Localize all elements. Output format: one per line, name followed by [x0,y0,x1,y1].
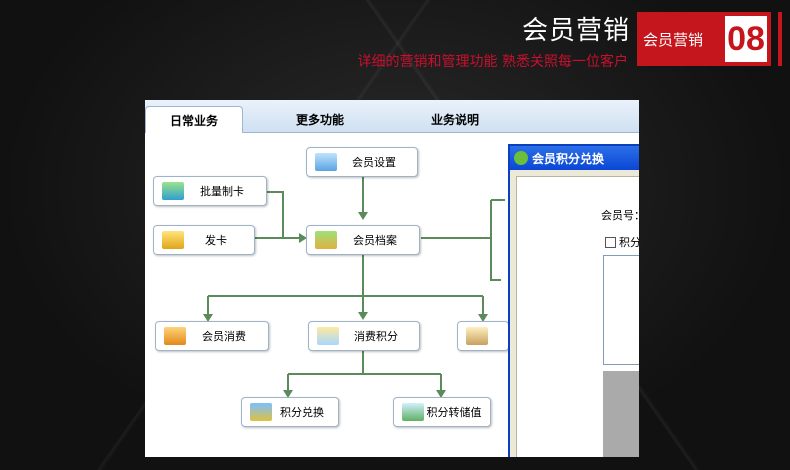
member-settings-label: 会员设置 [352,156,396,169]
tab-daily-business[interactable]: 日常业务 [145,106,243,133]
card-icon [162,231,184,249]
flow-connectors [203,176,505,398]
batch-card-button[interactable]: 批量制卡 [153,176,267,206]
member-no-label: 会员号： [601,209,639,222]
coins-icon [164,327,186,345]
points-to-stored-label: 积分转储值 [426,406,482,419]
app-icon [514,151,528,165]
tab-more-functions[interactable]: 更多功能 [295,112,344,127]
partially-hidden-node-button[interactable] [457,321,509,351]
tab-business-description[interactable]: 业务说明 [430,112,479,127]
consume-points-button[interactable]: 消费积分 [308,321,420,351]
member-settings-button[interactable]: 会员设置 [306,147,418,177]
dialog-titlebar[interactable]: 会员积分兑换 [510,146,639,170]
points-checkbox[interactable] [605,237,616,248]
dialog-panel: 会员号： 积分 [516,176,639,457]
chart-icon [402,403,424,421]
section-badge: 会员营销 08 [637,12,771,66]
tab-bar: 日常业务 更多功能 业务说明 [145,100,639,133]
issue-card-label: 发卡 [205,234,227,247]
dialog-title: 会员积分兑换 [532,151,605,166]
consume-points-label: 消费积分 [354,330,398,343]
member-archive-label: 会员档案 [353,234,397,247]
settings-icon [315,153,337,171]
section-title: 会员营销 [521,16,630,46]
folder-icon [315,231,337,249]
points-redeem-button[interactable]: 积分兑换 [241,397,339,427]
points-icon [317,327,339,345]
issue-card-button[interactable]: 发卡 [153,225,255,255]
app-screenshot: 日常业务 更多功能 业务说明 [145,100,639,457]
section-subtitle: 详细的营销和管理功能 熟悉关照每一位客户 [357,54,628,70]
points-to-stored-button[interactable]: 积分转储值 [393,397,491,427]
accent-bar [778,12,782,66]
gift-icon [250,403,272,421]
magnifier-icon [466,327,488,345]
member-consume-label: 会员消费 [202,330,246,343]
points-redeem-dialog: 会员积分兑换 会员号： 积分 [508,144,639,457]
badge-label: 会员营销 [643,30,704,49]
member-archive-button[interactable]: 会员档案 [306,225,420,255]
points-redeem-label: 积分兑换 [280,406,324,419]
points-list-box[interactable] [603,255,639,365]
points-checkbox-label: 积分 [619,236,639,249]
card-stack-icon [162,182,184,200]
batch-card-label: 批量制卡 [200,185,244,198]
records-grid[interactable] [603,371,639,457]
member-consume-button[interactable]: 会员消费 [155,321,269,351]
badge-number: 08 [725,16,767,62]
